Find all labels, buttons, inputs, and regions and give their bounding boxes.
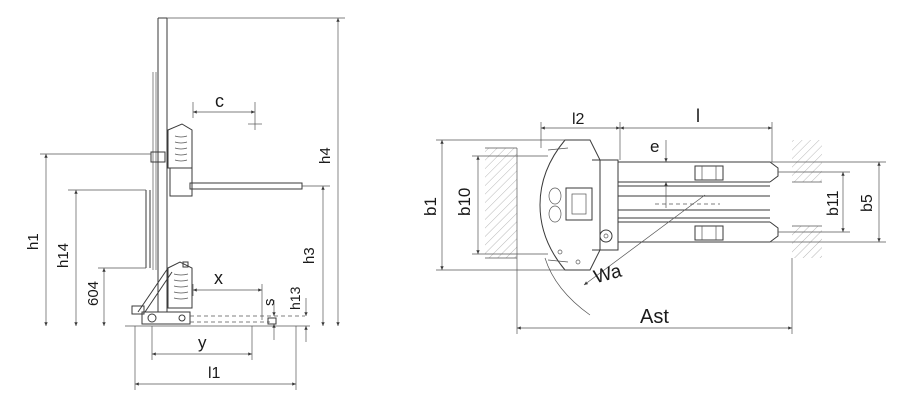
label-y: y [198,333,207,352]
hatched-wall-left [485,148,517,258]
mast [150,17,168,312]
label-e: e [650,137,659,156]
dim-l1: l1 [134,326,297,390]
dim-604: 604 [85,267,146,326]
top-view: Wa l2 l e b1 [421,106,886,334]
label-s: s [261,299,278,307]
truck-body-top [539,139,619,271]
label-l1: l1 [208,365,221,382]
dim-b1: b1 [421,139,565,271]
dim-s: s [261,299,278,340]
side-view: c h4 h1 h14 604 h3 [25,17,345,390]
dim-h1: h1 [25,153,151,326]
dim-h4: h4 [167,17,345,326]
load-backrest [145,190,151,268]
base-and-lowered-forks [141,311,305,325]
dim-l: l [620,106,773,162]
dim-b5: b5 [770,161,886,243]
dim-e: e [650,137,668,208]
hatched-wall-right [792,140,822,258]
dim-ast: Ast [516,258,793,334]
label-ast: Ast [640,306,669,328]
label-h3: h3 [301,247,318,264]
dim-x: x [192,268,263,320]
dim-h3: h3 [301,185,330,326]
dim-y: y [151,326,253,360]
label-c: c [215,91,224,111]
dim-b11: b11 [778,171,850,233]
label-h4: h4 [317,147,334,164]
label-wa: Wa [592,261,625,289]
forks-top [618,185,770,219]
label-h1: h1 [25,233,42,250]
dim-h13: h13 [287,286,308,342]
dim-h14: h14 [55,189,146,326]
raised-forks [189,182,303,190]
label-b11: b11 [825,190,842,216]
label-b10: b10 [455,188,474,216]
label-b1: b1 [421,197,440,216]
straddle-frame [618,161,779,243]
dim-l2: l2 [540,111,621,160]
dim-b10: b10 [455,155,548,255]
label-l2: l2 [572,111,585,128]
dim-c: c [192,91,262,130]
label-h14: h14 [55,243,72,268]
label-l: l [696,106,700,126]
label-604: 604 [85,281,102,306]
label-x: x [214,268,223,288]
turning-radius: Wa [544,194,706,316]
drawbar-frame [131,267,173,315]
lower-carriage [167,261,193,309]
label-h13: h13 [287,286,303,310]
label-b5: b5 [859,194,876,212]
upper-carriage [167,123,193,197]
